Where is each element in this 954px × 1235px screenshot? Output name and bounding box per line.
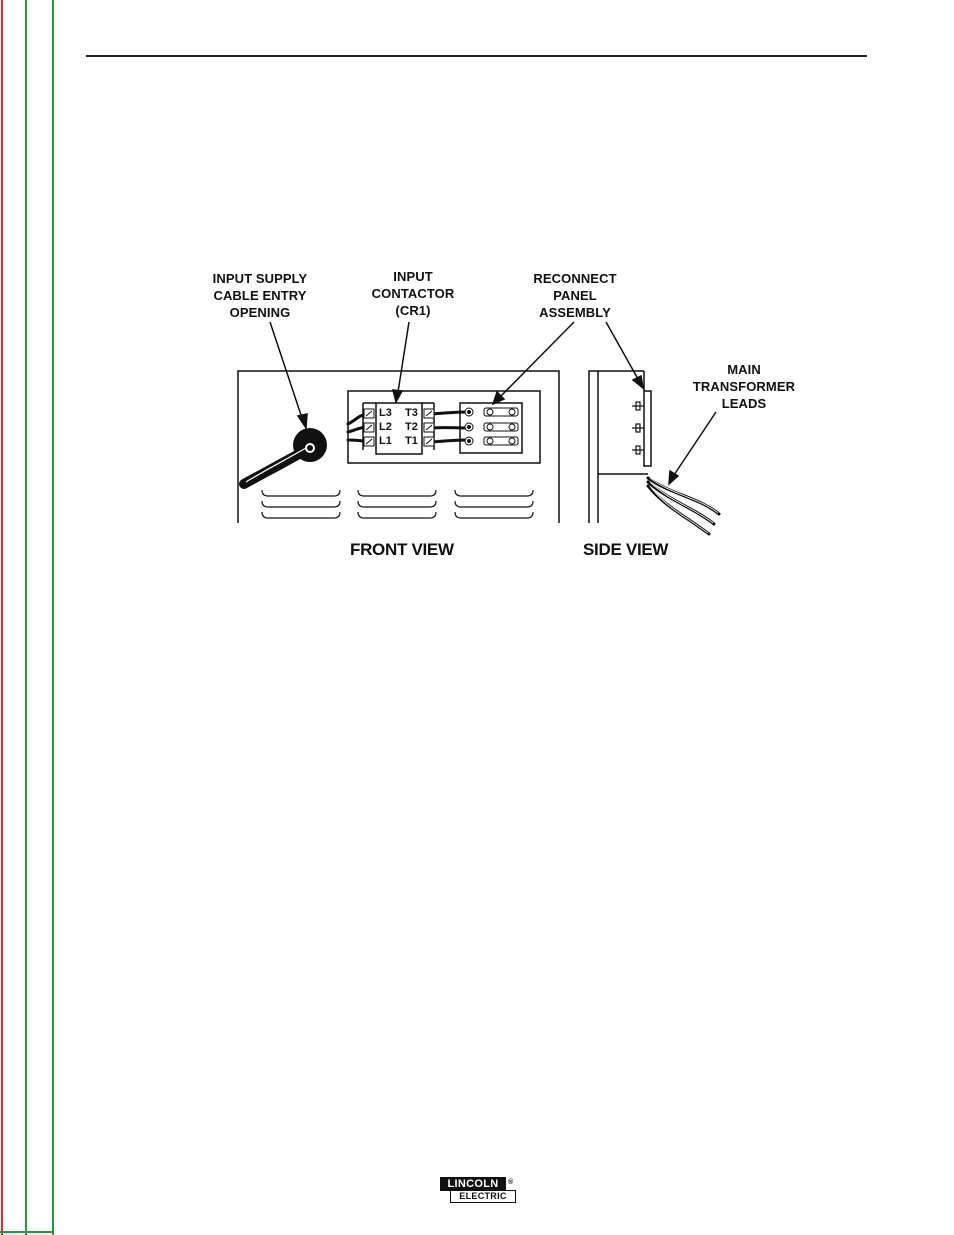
leader-lines <box>270 322 716 484</box>
logo-electric-text: ELECTRIC <box>450 1190 516 1203</box>
logo-registered-mark: ® <box>508 1179 513 1186</box>
reconnect-panel-side <box>644 391 651 466</box>
transformer-leads <box>648 478 719 534</box>
side-view-label: SIDE VIEW <box>583 540 668 560</box>
input-cable <box>244 428 327 484</box>
terminal-l1: L1 <box>379 435 392 447</box>
terminal-t3: T3 <box>405 407 418 419</box>
lincoln-electric-logo: LINCOLN ® ELECTRIC <box>440 1177 518 1204</box>
terminal-t1: T1 <box>405 435 418 447</box>
logo-lincoln-text: LINCOLN <box>440 1177 506 1191</box>
terminal-l2: L2 <box>379 421 392 433</box>
front-louvers <box>262 490 533 518</box>
front-view-label: FRONT VIEW <box>350 540 454 560</box>
terminal-l3: L3 <box>379 407 392 419</box>
terminal-t2: T2 <box>405 421 418 433</box>
